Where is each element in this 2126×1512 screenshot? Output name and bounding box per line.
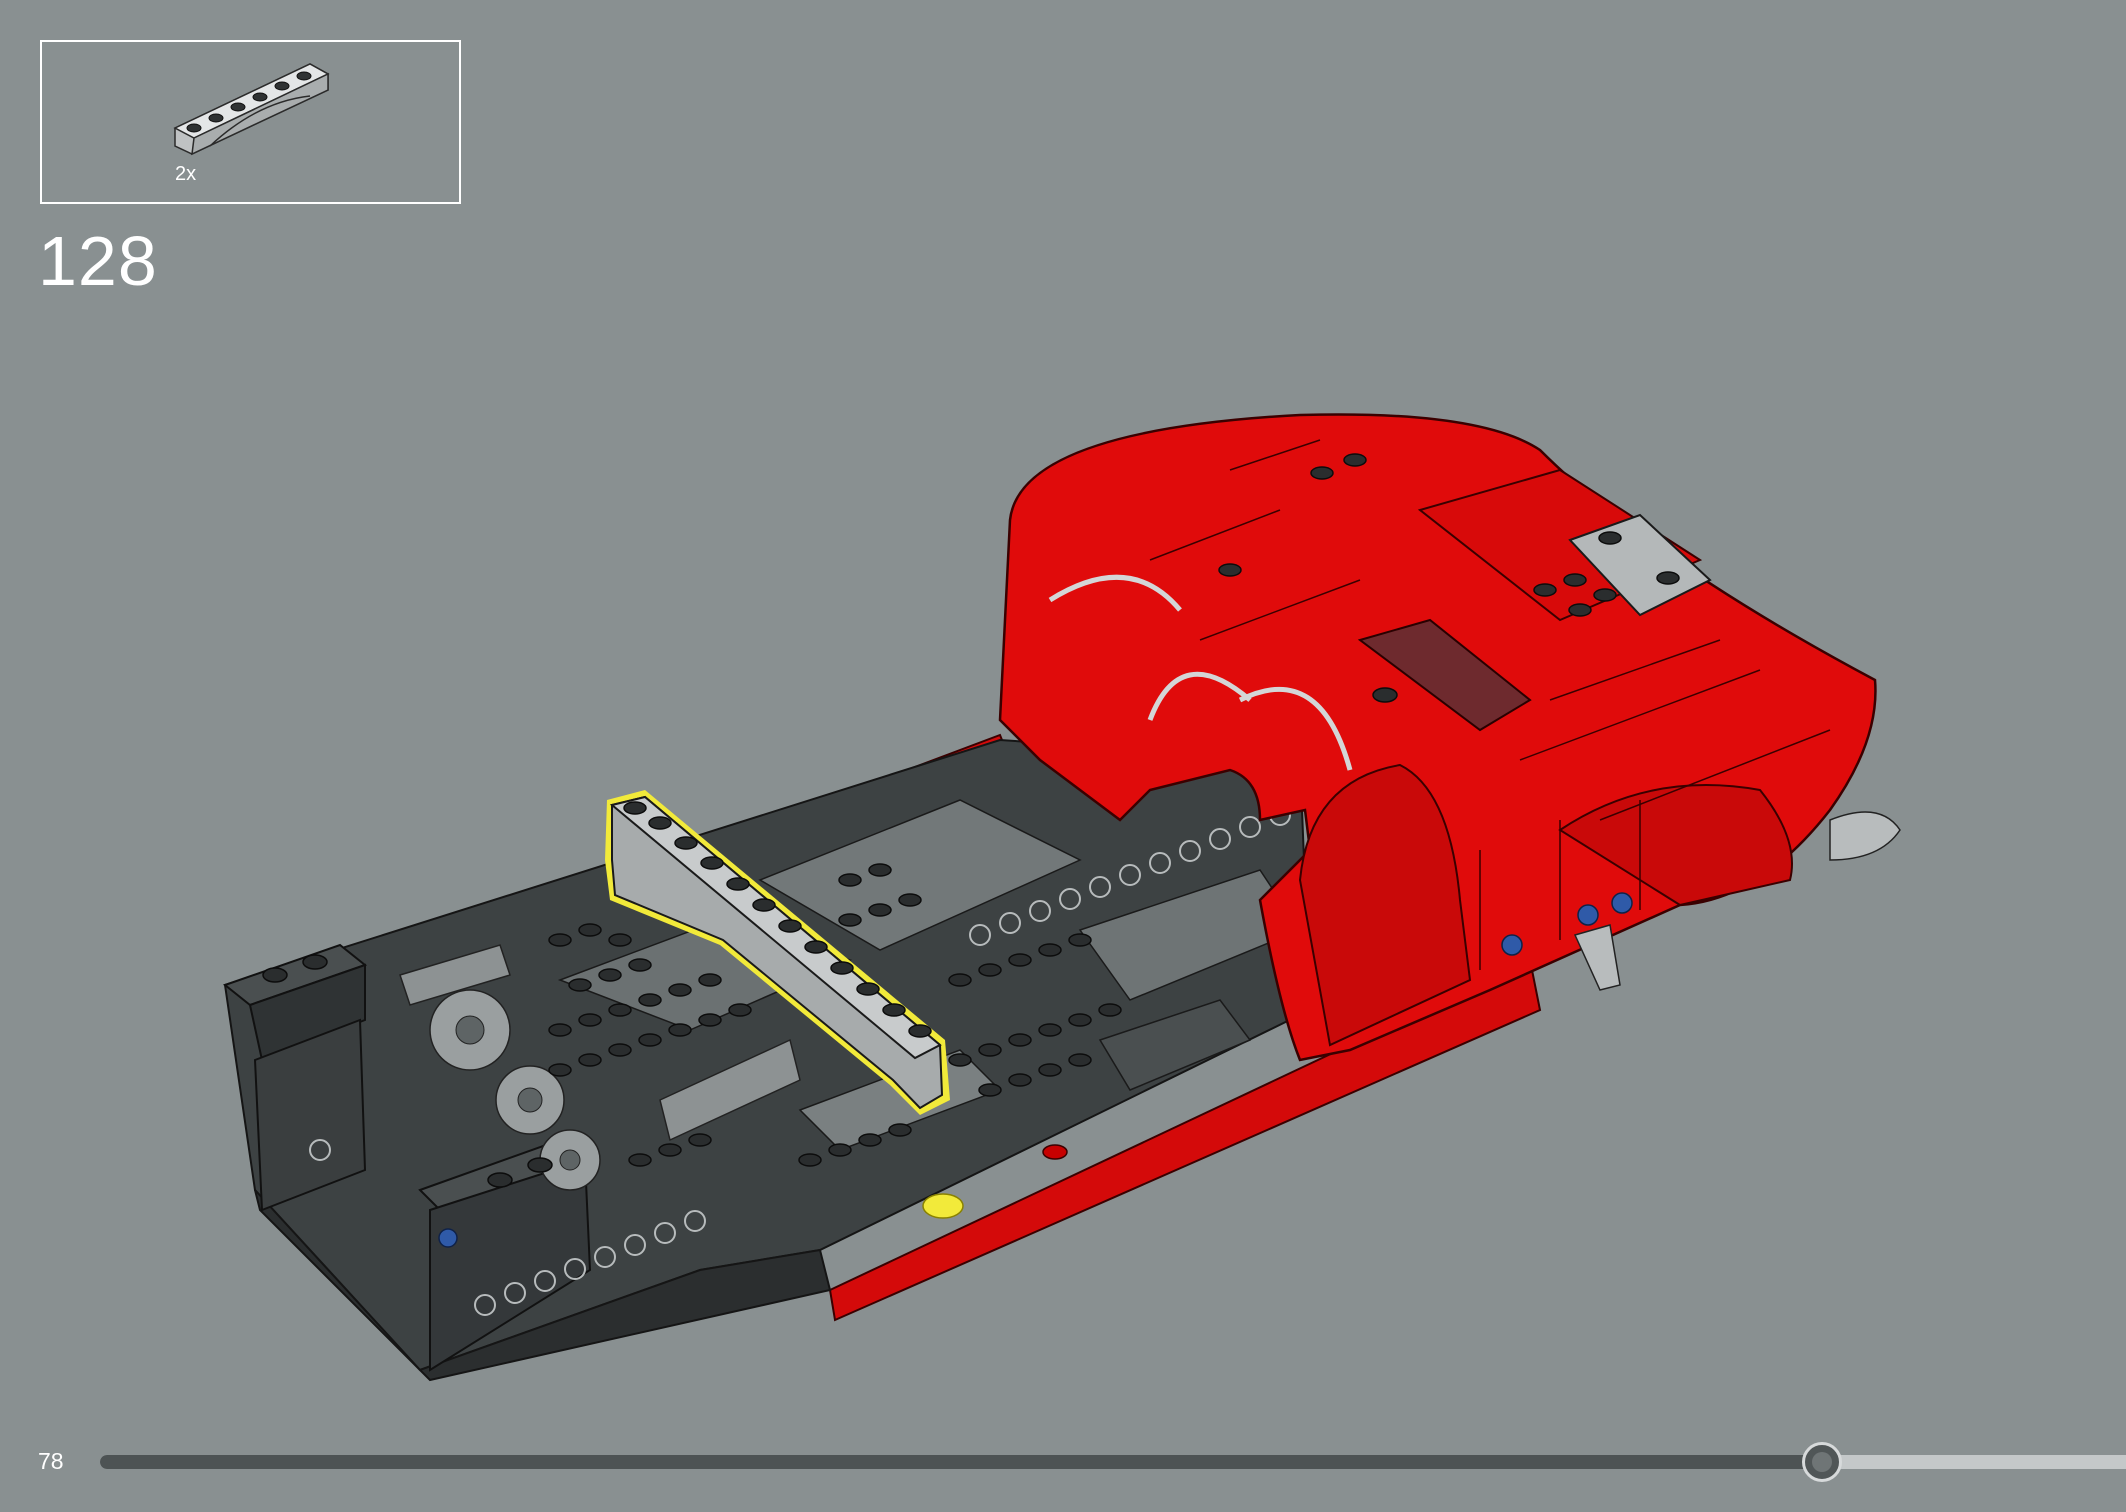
progress-bar[interactable]	[100, 1442, 2126, 1482]
red-stud	[1042, 1144, 1068, 1160]
arch-brick-part	[173, 63, 330, 156]
technic-beam-holes	[309, 804, 1291, 1316]
page-number: 78	[38, 1448, 64, 1474]
red-body-shell	[998, 413, 1877, 1062]
yellow-stud	[922, 1193, 964, 1219]
progress-thumb[interactable]	[1802, 1442, 1843, 1482]
new-part-arch	[605, 790, 950, 1115]
rear-blue-pins	[438, 892, 1633, 1248]
progress-fill	[100, 1455, 1823, 1469]
step-number: 128	[38, 222, 158, 300]
chassis-studs	[262, 863, 1122, 1188]
part-quantity: 2x	[175, 163, 197, 185]
red-side-sill	[828, 958, 1542, 1322]
parts-callout: 2x	[40, 40, 461, 204]
